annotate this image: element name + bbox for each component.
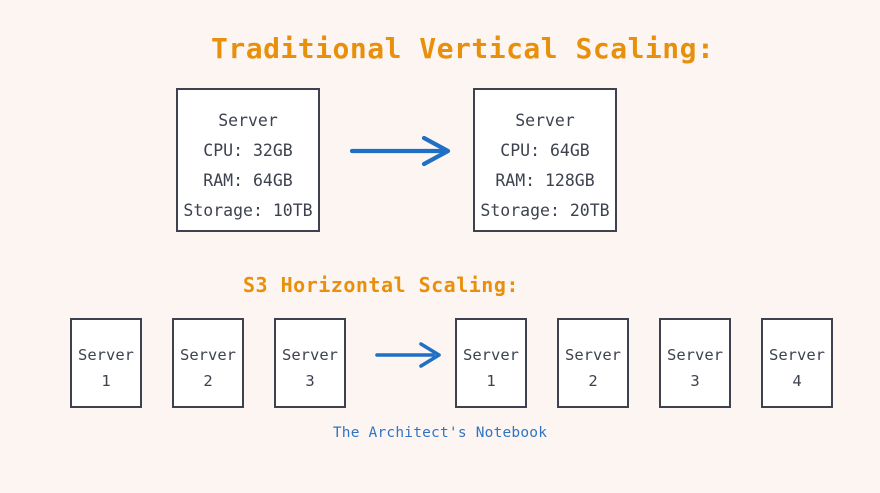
arrow-right-icon <box>350 135 451 167</box>
cpu-spec-label: CPU: 32GB <box>200 139 296 162</box>
vertical-scaling-arrow <box>350 134 454 168</box>
vertical-scaling-title: Traditional Vertical Scaling: <box>211 32 715 65</box>
vertical-server-after-box: Server CPU: 64GB RAM: 128GB Storage: 20T… <box>473 88 617 232</box>
server-label: Server <box>178 344 238 366</box>
vertical-server-before-box: Server CPU: 32GB RAM: 64GB Storage: 10TB <box>176 88 320 232</box>
server-label: Server <box>665 344 725 366</box>
server-index-label: 2 <box>586 370 600 392</box>
server-label: Server <box>461 344 521 366</box>
horizontal-server-before-box-2: Server 2 <box>172 318 244 408</box>
server-label: Server <box>767 344 827 366</box>
server-index-label: 2 <box>201 370 215 392</box>
horizontal-server-before-box-1: Server 1 <box>70 318 142 408</box>
server-label: Server <box>215 109 281 132</box>
server-index-label: 3 <box>303 370 317 392</box>
storage-spec-label: Storage: 10TB <box>180 199 316 222</box>
ram-spec-label: RAM: 128GB <box>492 169 598 192</box>
server-label: Server <box>563 344 623 366</box>
ram-spec-label: RAM: 64GB <box>200 169 296 192</box>
server-label: Server <box>76 344 136 366</box>
server-index-label: 1 <box>99 370 113 392</box>
horizontal-server-after-box-3: Server 3 <box>659 318 731 408</box>
horizontal-server-after-box-4: Server 4 <box>761 318 833 408</box>
server-index-label: 1 <box>484 370 498 392</box>
horizontal-scaling-arrow <box>375 341 443 369</box>
server-label: Server <box>512 109 578 132</box>
arrow-right-icon <box>375 342 441 368</box>
storage-spec-label: Storage: 20TB <box>477 199 613 222</box>
server-label: Server <box>280 344 340 366</box>
cpu-spec-label: CPU: 64GB <box>497 139 593 162</box>
horizontal-scaling-title: S3 Horizontal Scaling: <box>243 273 519 297</box>
horizontal-server-before-box-3: Server 3 <box>274 318 346 408</box>
server-index-label: 3 <box>688 370 702 392</box>
footer-credit: The Architect's Notebook <box>332 425 548 441</box>
horizontal-server-after-box-1: Server 1 <box>455 318 527 408</box>
server-index-label: 4 <box>790 370 804 392</box>
horizontal-server-after-box-2: Server 2 <box>557 318 629 408</box>
